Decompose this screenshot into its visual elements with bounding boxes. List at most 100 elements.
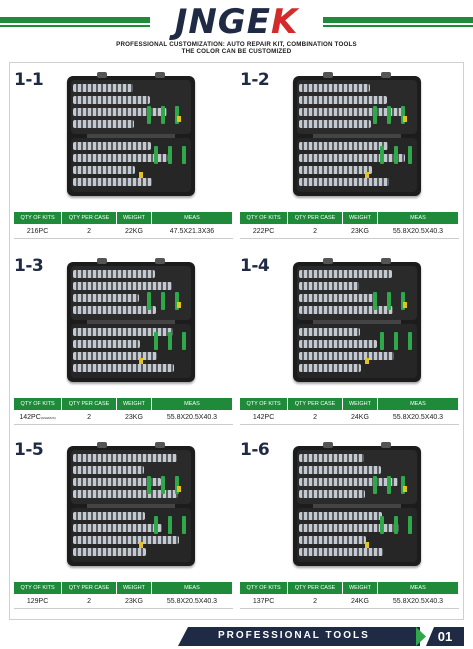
col-weight: WEIGHT (341, 211, 378, 225)
logo-accent-letter: K (270, 2, 299, 42)
col-weight: WEIGHT (115, 581, 152, 595)
qty-value: 137PC (252, 598, 275, 605)
header-tagline: THE COLOR CAN BE CUSTOMIZED (181, 48, 292, 55)
col-meas: MEAS (150, 211, 234, 225)
cell-per-case: 2 (61, 410, 117, 425)
col-qty-kits: QTY OF KITS (238, 397, 289, 411)
toolbox-image (293, 442, 421, 566)
col-meas: MEAS (150, 397, 234, 411)
product-label: 1-1 (14, 70, 44, 90)
col-qty-per-case: QTY PER CASE (61, 581, 117, 595)
header-rule-left (0, 17, 150, 27)
col-qty-kits: QTY OF KITS (12, 397, 63, 411)
cell-per-case: 2 (287, 410, 343, 425)
col-meas: MEAS (376, 397, 460, 411)
cell-meas: 55.8X20.5X40.3 (151, 594, 233, 609)
product-label: 1-5 (14, 440, 44, 460)
col-weight: WEIGHT (341, 581, 378, 595)
qty-value: 142PC (252, 414, 275, 421)
brand-logo: JNGEK (150, 2, 323, 42)
qty-value: 129PC (26, 598, 49, 605)
cell-meas: 55.8X20.5X40.3 (377, 594, 459, 609)
cell-per-case: 2 (287, 224, 343, 239)
cell-per-case: 2 (61, 594, 117, 609)
col-qty-kits: QTY OF KITS (12, 211, 63, 225)
cell-weight: 23KG (116, 410, 152, 425)
toolbox-image (67, 442, 195, 566)
toolbox-image (67, 258, 195, 382)
cell-meas: 47.5X21.3X36 (151, 224, 233, 239)
cell-qty: 129PC (13, 594, 62, 609)
qty-value: 142PC (19, 414, 41, 421)
header-subtitle: PROFESSIONAL CUSTOMIZATION: AUTO REPAIR … (116, 41, 357, 48)
col-qty-per-case: QTY PER CASE (287, 581, 343, 595)
col-meas: MEAS (376, 581, 460, 595)
cell-qty: 142PC (239, 410, 288, 425)
footer-title: PROFESSIONAL TOOLS (218, 630, 370, 641)
cell-per-case: 2 (287, 594, 343, 609)
product-label: 1-4 (240, 256, 270, 276)
logo-text: JNGE (174, 2, 271, 42)
qty-note: (GS&MUX) (40, 416, 56, 420)
cell-qty: 142PC(GS&MUX) (13, 410, 62, 425)
col-qty-per-case: QTY PER CASE (287, 211, 343, 225)
toolbox-image (293, 258, 421, 382)
col-weight: WEIGHT (115, 397, 152, 411)
cell-weight: 24KG (342, 594, 378, 609)
cell-weight: 24KG (342, 410, 378, 425)
footer-bar (178, 627, 420, 646)
page-number: 01 (426, 627, 464, 646)
cell-weight: 23KG (342, 224, 378, 239)
product-label: 1-6 (240, 440, 270, 460)
col-weight: WEIGHT (115, 211, 152, 225)
cell-weight: 23KG (116, 594, 152, 609)
product-label: 1-3 (14, 256, 44, 276)
product-label: 1-2 (240, 70, 270, 90)
col-qty-per-case: QTY PER CASE (61, 211, 117, 225)
cell-meas: 55.8X20.5X40.3 (377, 410, 459, 425)
cell-meas: 55.8X20.5X40.3 (377, 224, 459, 239)
cell-qty: 137PC (239, 594, 288, 609)
qty-value: 216PC (26, 228, 49, 235)
col-qty-kits: QTY OF KITS (238, 211, 289, 225)
col-meas: MEAS (150, 581, 234, 595)
cell-qty: 216PC (13, 224, 62, 239)
catalog-frame (9, 62, 464, 620)
page-header: JNGEK PROFESSIONAL CUSTOMIZATION: AUTO R… (0, 0, 473, 62)
col-weight: WEIGHT (341, 397, 378, 411)
qty-value: 222PC (252, 228, 275, 235)
col-qty-per-case: QTY PER CASE (61, 397, 117, 411)
col-qty-kits: QTY OF KITS (238, 581, 289, 595)
cell-per-case: 2 (61, 224, 117, 239)
footer-arrow-icon (416, 627, 426, 646)
header-rule-right (323, 17, 473, 27)
page-footer: PROFESSIONAL TOOLS 01 (0, 624, 473, 649)
toolbox-image (67, 72, 195, 196)
col-meas: MEAS (376, 211, 460, 225)
col-qty-per-case: QTY PER CASE (287, 397, 343, 411)
cell-weight: 22KG (116, 224, 152, 239)
toolbox-image (293, 72, 421, 196)
